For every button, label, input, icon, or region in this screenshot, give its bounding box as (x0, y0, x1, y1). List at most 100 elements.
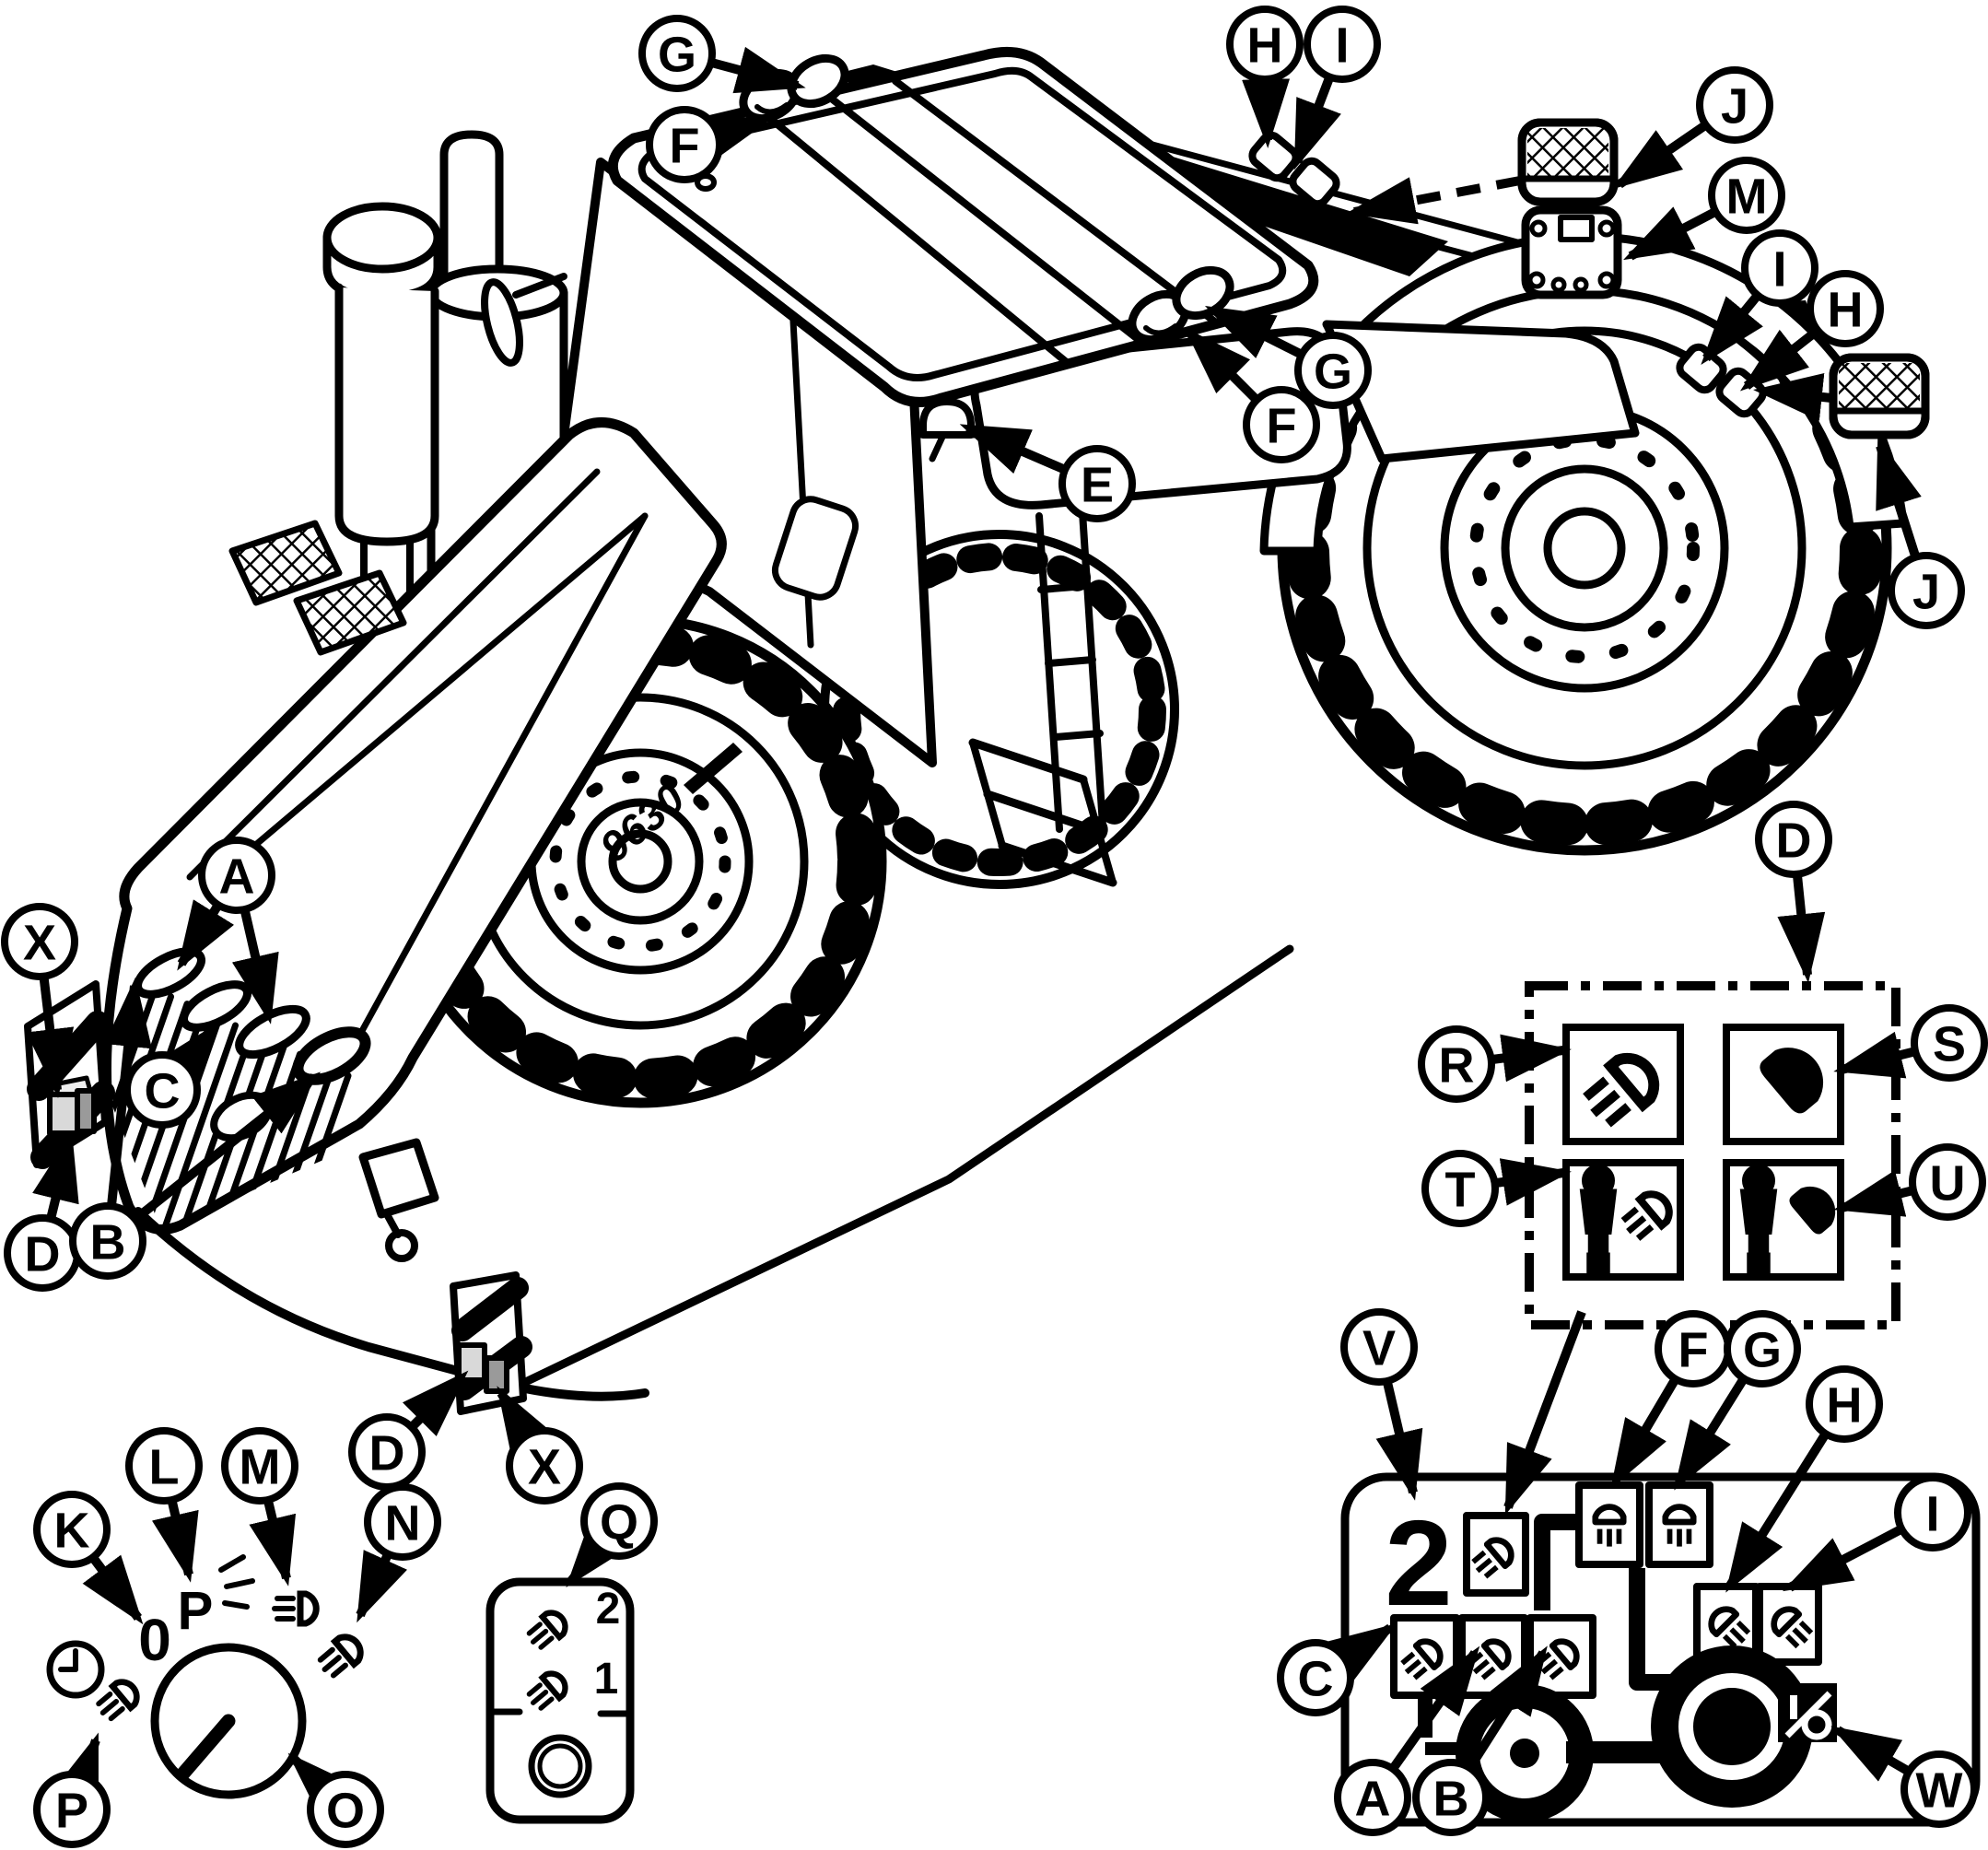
callout-circle (580, 1482, 658, 1560)
callout-arrow (1326, 1623, 1397, 1682)
callout-letter: N (385, 1495, 421, 1551)
callout-letter: D (369, 1425, 405, 1481)
callout-arrow (1833, 1170, 1912, 1217)
callout-arrow (1493, 1034, 1572, 1083)
callout-circle (1226, 6, 1304, 83)
callout-U: U (1833, 1143, 1986, 1221)
callout-B: B (1412, 1645, 1548, 1836)
callout-letter: V (1362, 1320, 1396, 1376)
callout-letter: O (326, 1783, 365, 1838)
callout-A: A (1334, 1645, 1480, 1836)
callout-circle (1888, 552, 1965, 629)
frame-reflector (450, 1271, 532, 1415)
headlights-icon (275, 1594, 316, 1623)
callout-letter: C (1298, 1651, 1334, 1706)
callout-arrow (1292, 77, 1341, 170)
callout-F: F (1610, 1310, 1732, 1489)
callout-I: I (1701, 229, 1818, 365)
front-reflector (24, 980, 115, 1169)
callout-arrow (1701, 294, 1763, 365)
callout-arrow (1777, 876, 1826, 983)
worklight-rocker-switch[interactable]: 2 1 (485, 1577, 635, 1824)
callout-G: G (1674, 1310, 1801, 1491)
callout-arrow (1623, 206, 1716, 261)
callout-arrow (231, 910, 279, 1025)
callout-arrow (566, 1518, 628, 1588)
callout-arrow (1833, 1031, 1914, 1079)
callout-letter: U (1930, 1155, 1966, 1211)
callout-P: P (33, 1732, 111, 1848)
rocker-middle-label: 1 (594, 1655, 619, 1704)
callout-arrow (1830, 1726, 1910, 1782)
callout-letter: T (1445, 1162, 1476, 1217)
callout-circle (1900, 1750, 1978, 1828)
callout-O: O (287, 1752, 384, 1848)
callout-letter: I (1335, 18, 1349, 73)
callout-circle (1755, 801, 1832, 878)
dashed-link-line (1753, 373, 1832, 421)
field-lights-manned-option[interactable] (1723, 1159, 1842, 1281)
callout-K: K (33, 1491, 144, 1625)
callout-arrow (134, 1071, 322, 1222)
callout-circle (1277, 1639, 1354, 1716)
callout-circle (307, 1771, 384, 1848)
callout-arrow (1610, 1378, 1678, 1489)
callout-letter: J (1721, 78, 1748, 134)
callout-arrow (699, 114, 773, 161)
callout-arrow (82, 1554, 144, 1625)
light-switch-knob[interactable] (150, 1643, 307, 1799)
flasher-lamp-right (1829, 353, 1930, 439)
road-lights-option[interactable] (1562, 1024, 1684, 1145)
callout-letter: X (23, 915, 56, 970)
power-onoff-icon[interactable] (1778, 1683, 1837, 1742)
callout-arrow (1375, 1382, 1423, 1501)
callout-G: G (1204, 305, 1372, 409)
callout-I: I (1292, 6, 1381, 170)
dashed-link-line (1346, 176, 1521, 225)
callout-letter: M (240, 1439, 281, 1494)
deere-wordmark (684, 743, 743, 794)
callout-letter: E (1081, 457, 1114, 512)
callout-arrow (712, 46, 806, 94)
panel-bracket-left (1534, 1514, 1579, 1610)
callout-arrow (104, 978, 152, 1204)
callout-circle (506, 1427, 583, 1505)
callout-circle (1724, 1310, 1801, 1388)
callout-circle (221, 1427, 298, 1505)
callout-arrow (1876, 438, 1922, 556)
callout-letter: A (1355, 1771, 1391, 1826)
callout-circle (646, 106, 723, 183)
callout-circle (33, 1491, 111, 1568)
callout-letter: L (149, 1439, 180, 1494)
callout-circle (1911, 1004, 1988, 1082)
leader-line (1503, 1310, 1586, 1516)
cab-front-worklight-cell-f[interactable] (1575, 1481, 1643, 1568)
callout-letter: C (145, 1063, 181, 1118)
callout-N: N (356, 1483, 441, 1623)
rocker-top-label: 2 (596, 1585, 621, 1633)
callout-R: R (1418, 1025, 1572, 1103)
callout-letter: B (1433, 1771, 1469, 1826)
callout-arrow (153, 1025, 216, 1094)
callout-arrow (287, 1752, 355, 1819)
road-lights-manned-option[interactable] (1562, 1159, 1684, 1281)
callout-arrow (1184, 327, 1258, 402)
callout-letter: M (1726, 169, 1768, 224)
callout-letter: I (1925, 1486, 1939, 1541)
callout-letter: G (658, 27, 696, 82)
callout-arrow (1725, 1434, 1829, 1593)
air-intake-stack (322, 202, 442, 805)
callout-letter: H (1828, 282, 1864, 337)
callout-letter: K (54, 1503, 90, 1558)
flasher-lamp-left (1517, 118, 1619, 206)
field-lights-option[interactable] (1723, 1024, 1844, 1145)
callout-letter: D (25, 1226, 61, 1282)
callout-X: X (497, 1386, 583, 1505)
callout-I: I (1783, 1474, 1971, 1592)
callout-circle (1243, 386, 1320, 463)
callout-circle (1058, 445, 1136, 522)
selected-mode-cell[interactable] (1463, 1512, 1529, 1597)
callout-H: H (1739, 270, 1884, 392)
park-lights-icon: P (178, 1554, 255, 1641)
